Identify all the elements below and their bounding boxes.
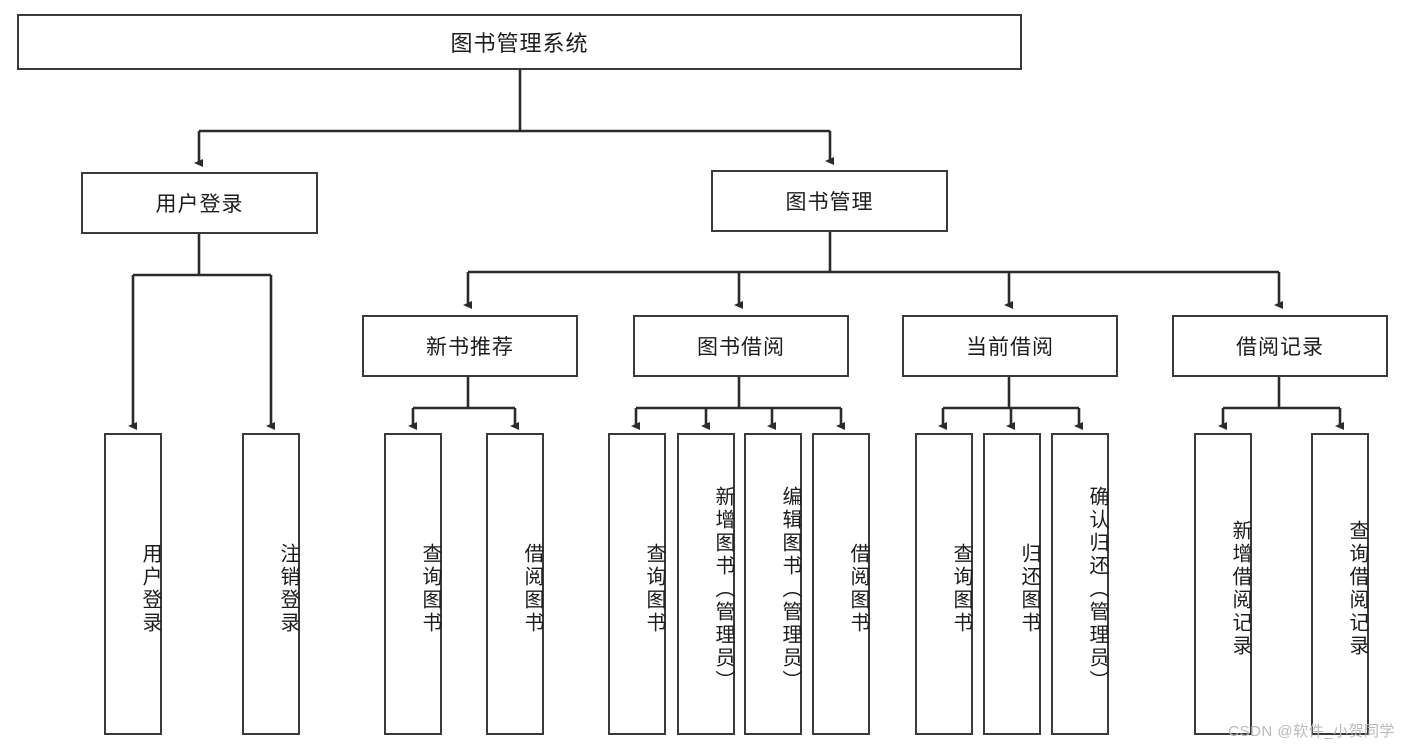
node-label: 借阅图书 — [847, 543, 869, 635]
node-book-management[interactable]: 图书管理 — [711, 170, 948, 232]
node-label: 用户登录 — [139, 543, 161, 635]
node-user-login[interactable]: 用户登录 — [81, 172, 318, 234]
leaf-records-query-record[interactable]: 查询借阅记录 — [1311, 433, 1369, 735]
node-label: 借阅记录 — [1236, 336, 1324, 359]
node-label: 图书管理系统 — [450, 31, 589, 56]
leaf-borrow-edit-book[interactable]: 编辑图书（管理员） — [744, 433, 802, 735]
node-label: 查询借阅记录 — [1346, 520, 1368, 658]
leaf-borrow-borrow-book[interactable]: 借阅图书 — [812, 433, 870, 735]
node-label: 查询图书 — [643, 543, 665, 635]
leaf-current-confirm-return[interactable]: 确认归还（管理员） — [1051, 433, 1109, 735]
leaf-user-login-login[interactable]: 用户登录 — [104, 433, 162, 735]
leaf-user-login-logout[interactable]: 注销登录 — [242, 433, 300, 735]
node-label: 编辑图书（管理员） — [779, 485, 801, 693]
node-new-book-recommend[interactable]: 新书推荐 — [362, 315, 578, 377]
node-label: 图书管理 — [785, 191, 874, 214]
node-book-borrow[interactable]: 图书借阅 — [633, 315, 849, 377]
node-current-borrow[interactable]: 当前借阅 — [902, 315, 1118, 377]
node-label: 新增图书（管理员） — [712, 485, 734, 693]
leaf-borrow-add-book[interactable]: 新增图书（管理员） — [677, 433, 735, 735]
node-label: 确认归还（管理员） — [1086, 485, 1108, 693]
node-label: 查询图书 — [950, 543, 972, 635]
leaf-current-return-book[interactable]: 归还图书 — [983, 433, 1041, 735]
leaf-new-book-borrow[interactable]: 借阅图书 — [486, 433, 544, 735]
node-label: 归还图书 — [1018, 543, 1040, 635]
node-label: 新书推荐 — [426, 336, 514, 359]
leaf-current-query-book[interactable]: 查询图书 — [915, 433, 973, 735]
node-label: 用户登录 — [155, 193, 244, 216]
node-label: 图书借阅 — [697, 336, 785, 359]
node-borrow-records[interactable]: 借阅记录 — [1172, 315, 1388, 377]
leaf-records-add-record[interactable]: 新增借阅记录 — [1194, 433, 1252, 735]
leaf-borrow-query-book[interactable]: 查询图书 — [608, 433, 666, 735]
node-root[interactable]: 图书管理系统 — [17, 14, 1022, 70]
node-label: 查询图书 — [419, 543, 441, 635]
node-label: 新增借阅记录 — [1229, 520, 1251, 658]
node-label: 当前借阅 — [966, 336, 1054, 359]
node-label: 借阅图书 — [521, 543, 543, 635]
watermark: CSDN @软件_小贺同学 — [1228, 723, 1395, 740]
node-label: 注销登录 — [277, 543, 299, 635]
leaf-new-book-query[interactable]: 查询图书 — [384, 433, 442, 735]
